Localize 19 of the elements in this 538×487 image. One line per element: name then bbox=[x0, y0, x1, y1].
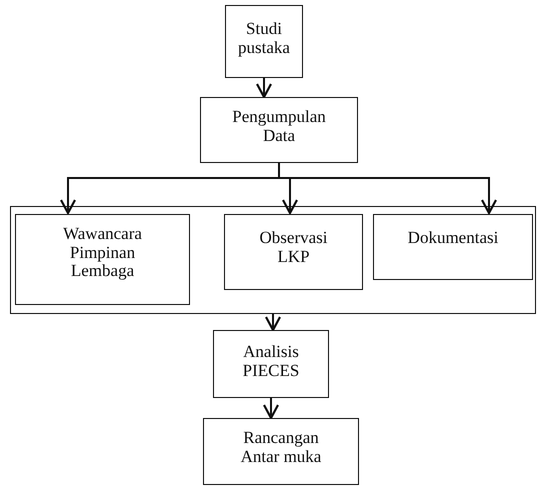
box-label: Analisis PIECES bbox=[242, 343, 300, 380]
process-box bbox=[225, 5, 303, 78]
process-box bbox=[203, 418, 359, 485]
arrow bbox=[256, 78, 272, 98]
process-box bbox=[373, 214, 533, 280]
box-label: Rancangan Antar muka bbox=[240, 429, 322, 466]
box-label: Dokumentasi bbox=[406, 229, 500, 248]
box-label: Wawancara Pimpinan Lembaga bbox=[62, 225, 143, 282]
arrow bbox=[264, 314, 282, 332]
process-box bbox=[200, 97, 358, 163]
process-box bbox=[15, 214, 190, 305]
process-box bbox=[213, 330, 329, 398]
arrow bbox=[262, 398, 280, 420]
group-box bbox=[10, 206, 536, 314]
process-box bbox=[224, 214, 363, 290]
box-label: Observasi LKP bbox=[258, 229, 328, 266]
box-label: Studi pustaka bbox=[237, 20, 291, 58]
box-label: Pengumpulan Data bbox=[231, 108, 327, 146]
arrow bbox=[278, 163, 498, 214]
